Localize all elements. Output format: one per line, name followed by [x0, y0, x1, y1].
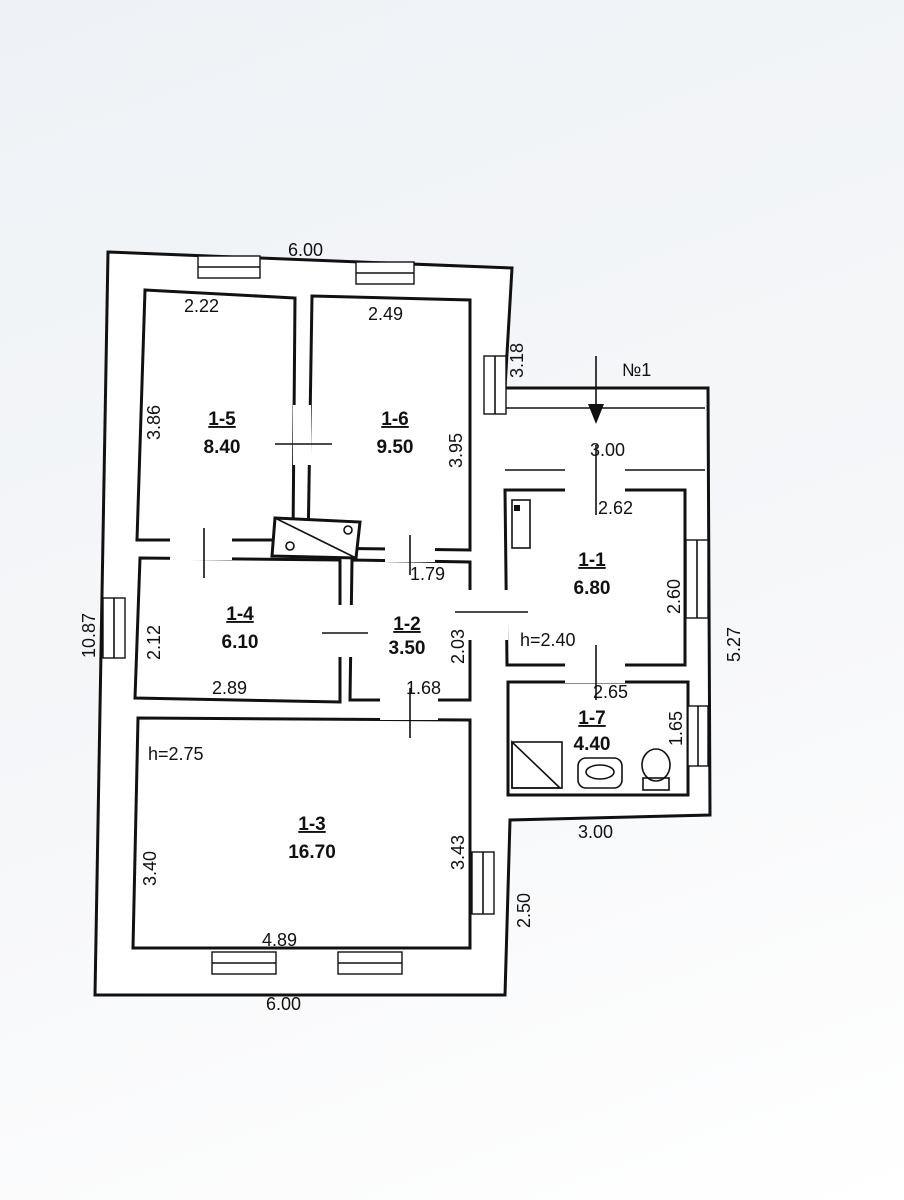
- toilet-tank-icon: [642, 777, 670, 791]
- room-area: 4.40: [574, 734, 611, 755]
- room-id: 1-5: [208, 409, 236, 430]
- entrance-arrow: [588, 356, 604, 424]
- dimension: 1.79: [410, 564, 445, 584]
- dimension: 2.89: [212, 678, 247, 698]
- dimension: 2.22: [184, 296, 219, 316]
- room-id: 1-3: [298, 814, 325, 835]
- dimension: 2.60: [664, 579, 684, 614]
- door-gap: [170, 538, 232, 560]
- room-area: 3.50: [389, 638, 426, 659]
- door-gap: [338, 605, 354, 657]
- stove-burner-icon: [343, 525, 353, 535]
- dimension: 3.95: [446, 433, 466, 468]
- exterior-walls: [93, 250, 712, 997]
- door-gap: [565, 468, 625, 492]
- room-1-7-outline: [506, 680, 690, 797]
- room-area: 8.40: [204, 437, 241, 458]
- dimension: 3.18: [507, 343, 527, 378]
- arrow-head-icon: [588, 404, 604, 424]
- ceiling-height: h=2.40: [520, 630, 576, 650]
- dimension: 1.68: [406, 678, 441, 698]
- fixtures: [270, 499, 671, 791]
- room-id: 1-2: [393, 614, 420, 635]
- door-gap: [293, 405, 311, 465]
- room-labels: 1-5 8.40 1-6 9.50 1-1 6.80 1-4 6.10 1-2 …: [204, 409, 611, 863]
- dimension: 3.43: [448, 835, 468, 870]
- door-gap: [468, 590, 508, 640]
- sink-bowl-icon: [585, 764, 615, 780]
- room-1-3-outline: [131, 716, 472, 950]
- dimension: 4.89: [262, 930, 297, 950]
- ceiling-height: h=2.75: [148, 744, 204, 764]
- toilet-icon: [641, 748, 671, 782]
- dimension: 3.00: [590, 440, 625, 460]
- room-area: 6.80: [574, 578, 611, 599]
- sink-icon: [577, 757, 623, 789]
- dimension: 2.49: [368, 304, 403, 324]
- dimension-labels: 6.00 2.22 2.49 3.18 3.86 3.95 3.00 2.62 …: [79, 240, 744, 1014]
- cabinet-knob-icon: [514, 505, 520, 511]
- dimension: 2.65: [593, 682, 628, 702]
- room-1-4-outline: [133, 556, 342, 704]
- room-id: 1-1: [578, 550, 606, 571]
- kitchen-cabinet-icon: [511, 499, 531, 549]
- shower-frame: [511, 741, 563, 789]
- dimension: 5.27: [724, 627, 744, 662]
- dimension: 3.86: [144, 405, 164, 440]
- dimension: 1.65: [666, 711, 686, 746]
- door-gap: [565, 663, 625, 683]
- dimension: 2.50: [514, 893, 534, 928]
- room-area: 6.10: [222, 632, 259, 653]
- room-id: 1-7: [578, 708, 605, 729]
- doors: [170, 405, 625, 738]
- dimension: 6.00: [288, 240, 323, 260]
- stove-diagonal: [274, 517, 357, 559]
- dimension: 6.00: [266, 994, 301, 1014]
- dimension: 2.03: [448, 629, 468, 664]
- room-id: 1-6: [381, 409, 408, 430]
- dimension: 3.00: [578, 822, 613, 842]
- plan-label: №1: [622, 360, 651, 380]
- room-area: 9.50: [377, 437, 414, 458]
- dimension: 2.62: [598, 498, 633, 518]
- dimension: 3.40: [140, 851, 160, 886]
- dimension: 10.87: [79, 613, 99, 658]
- windows: [102, 255, 709, 975]
- room-area: 16.70: [288, 842, 336, 863]
- dimension: 2.12: [144, 625, 164, 660]
- stove-burner-icon: [285, 541, 295, 551]
- door-gap: [380, 698, 438, 720]
- room-id: 1-4: [226, 604, 254, 625]
